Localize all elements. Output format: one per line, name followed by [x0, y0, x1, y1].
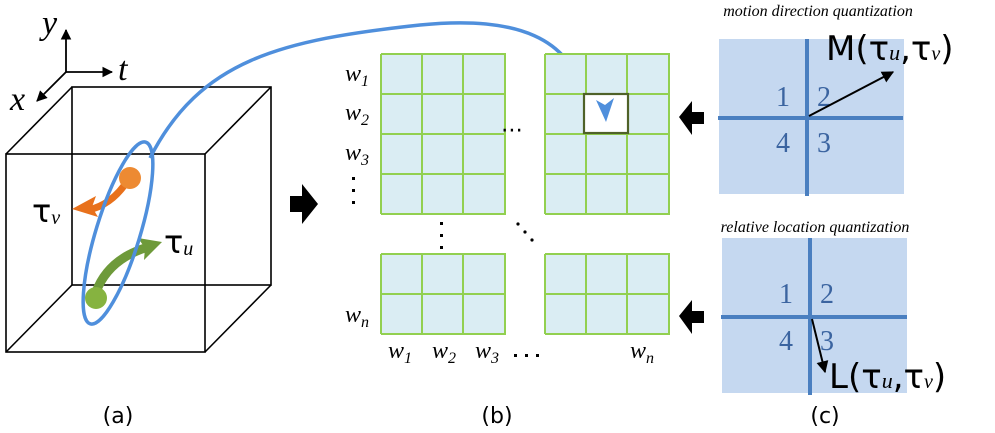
vertical-ellipsis: [440, 222, 443, 249]
quadrant-3: 3: [817, 128, 831, 159]
quadrant-4: 4: [779, 326, 793, 357]
col-label-n: wn: [630, 338, 654, 367]
col-label-3: w3: [475, 338, 499, 367]
left-arrow-icon-bottom: [679, 300, 704, 334]
panel-c: motion direction quantization 1 2 4 3 M(…: [679, 3, 954, 429]
diagonal-ellipsis: [516, 222, 534, 242]
grid-block-top-left: [380, 53, 506, 215]
location-vector: [811, 318, 829, 374]
right-arrow-icon: [290, 184, 318, 224]
axis-label-t: t: [118, 51, 129, 88]
row-vertical-ellipsis: [352, 177, 355, 204]
trajectory-u-label: τu: [164, 223, 193, 261]
motion-direction-quadrants: 1 2 4 3: [718, 39, 904, 196]
panel-b: w1 w2 w3 wn ⋯ w1 w2 w3 wn (b): [345, 53, 670, 429]
motion-direction-title: motion direction quantization: [723, 3, 913, 20]
mapping-curve: [148, 21, 595, 159]
grid-block-bottom-left: [380, 253, 506, 335]
row-label-1: w1: [345, 61, 369, 90]
quadrant-2: 2: [820, 279, 834, 310]
col-label-2: w2: [432, 338, 456, 367]
row-label-n: wn: [345, 302, 369, 331]
caption-c: (c): [810, 404, 839, 429]
relative-location-title: relative location quantization: [721, 219, 910, 236]
trajectory-v: [72, 167, 141, 217]
quadrant-1: 1: [779, 279, 793, 310]
trajectory-v-label: τv: [32, 192, 60, 230]
quadrant-3: 3: [820, 326, 834, 357]
quadrant-1: 1: [776, 82, 790, 113]
caption-b: (b): [481, 404, 512, 429]
axis-label-y: y: [39, 5, 58, 42]
axes-icon: [36, 28, 114, 102]
motion-label: M(τu,τv): [826, 29, 954, 69]
trajectory-u: [85, 238, 162, 309]
panel-a: y t x τv τu (a): [5, 5, 272, 429]
row-label-2: w2: [345, 100, 369, 129]
grid-block-bottom-right: [544, 253, 670, 335]
location-label: L(τu,τv): [829, 357, 946, 397]
row-label-3: w3: [345, 140, 369, 169]
axis-label-x: x: [9, 81, 25, 118]
col-label-1: w1: [388, 338, 412, 367]
pair-ellipse: [81, 140, 155, 326]
cube: [5, 86, 272, 353]
motion-vector: [808, 71, 895, 117]
caption-a: (a): [103, 404, 134, 429]
quadrant-4: 4: [776, 128, 790, 159]
relative-location-quadrants: 1 2 4 3: [721, 238, 907, 395]
col-horizontal-ellipsis: [514, 354, 539, 357]
horizontal-ellipsis: ⋯: [501, 118, 523, 143]
left-arrow-icon-top: [679, 101, 704, 135]
